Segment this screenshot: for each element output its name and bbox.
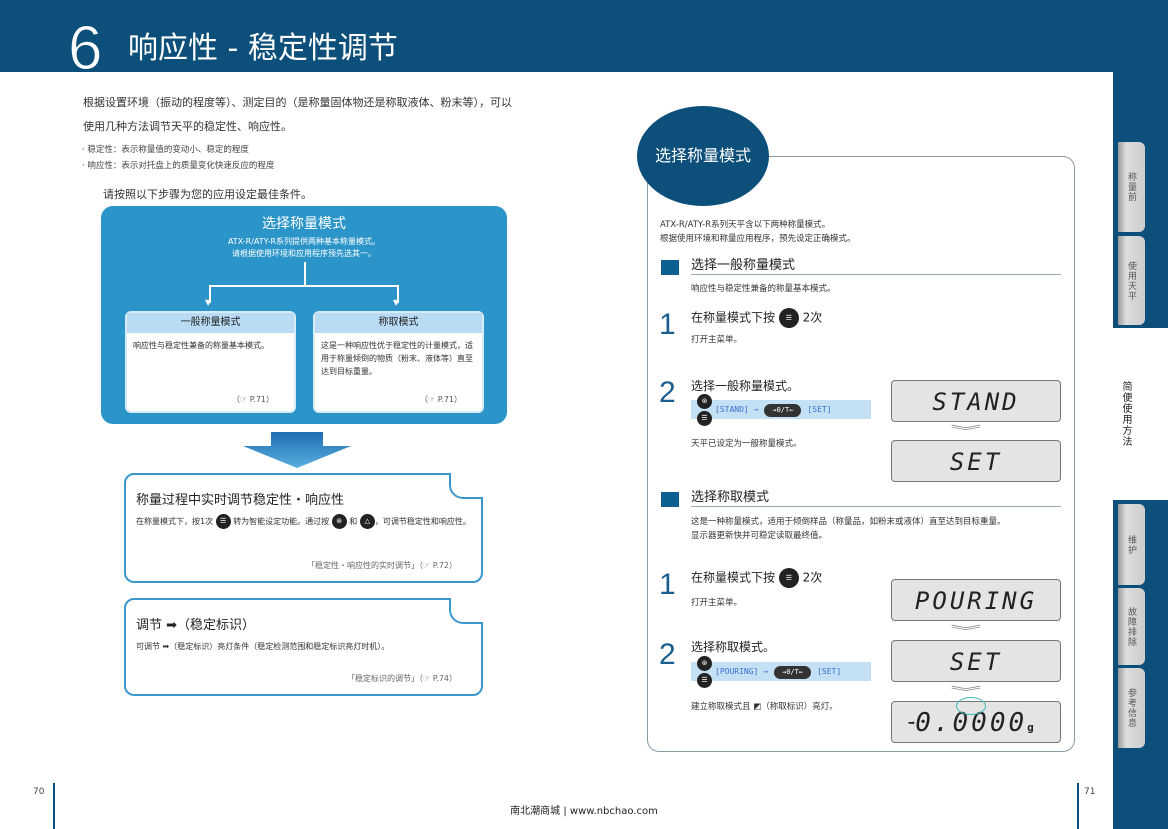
page-ref-link[interactable]: （☞ P.71） bbox=[419, 395, 462, 404]
menu-key-icon: ☰ bbox=[778, 568, 799, 588]
page-ref-link[interactable]: （☞ P.71） bbox=[231, 395, 274, 404]
step-number: 1 bbox=[659, 568, 676, 601]
footer-site: 南北潮商城 | www.nbchao.com bbox=[510, 806, 658, 817]
step-title: 在称量模式下按 ☰ 2次 bbox=[691, 308, 822, 328]
callout-title: 调节 ➡（稳定标识） bbox=[136, 618, 256, 633]
menu-key-icon: ☰ bbox=[215, 514, 231, 529]
tab-reference[interactable]: 参考信息 bbox=[1118, 668, 1145, 748]
folded-corner bbox=[449, 473, 483, 499]
arrow-down-icon: ▼ bbox=[205, 298, 212, 307]
lcd-display: STAND bbox=[891, 380, 1061, 422]
menu-key-icon: ☰ bbox=[778, 308, 799, 328]
intro-line: ATX-R/ATY-R系列天平含以下两种称量模式。 bbox=[660, 220, 831, 230]
step-title: 选择称取模式。 bbox=[691, 640, 776, 654]
step-title: 选择一般称量模式。 bbox=[691, 379, 800, 393]
page-rule bbox=[53, 783, 55, 829]
box-line: 请根据使用环境和应用程序预先选其一。 bbox=[232, 249, 376, 258]
chevron-down-icon: ︾ bbox=[950, 685, 982, 699]
big-down-arrow-icon bbox=[243, 432, 351, 468]
mode-card-title: 称取模式 bbox=[315, 313, 482, 333]
step-number: 1 bbox=[659, 308, 676, 341]
lcd-display: POURING bbox=[891, 579, 1061, 621]
connector bbox=[397, 285, 399, 303]
callout-stability-mark: 调节 ➡（稳定标识） 可调节 ➡（稳定标识）亮灯条件（稳定检测范围和稳定标识亮灯… bbox=[124, 598, 483, 696]
mode-card-standard[interactable]: 一般称量模式 响应性与稳定性兼备的称量基本模式。 （☞ P.71） bbox=[125, 311, 296, 413]
intro: 根据设置环境（振动的程度等）、测定目的（是称量固体物还是称取液体、粉末等），可以… bbox=[83, 91, 512, 139]
page-number: 70 bbox=[33, 787, 45, 797]
chevron-down-icon: ︾ bbox=[950, 624, 982, 638]
page-ref-link[interactable]: 「稳定性・响应性的实时调节」（☞ P.72） bbox=[306, 561, 457, 570]
intro-line: 使用几种方法调节天平的稳定性、响应性。 bbox=[83, 120, 292, 133]
step-number: 2 bbox=[659, 638, 676, 671]
stability-key-icon: ⊛ bbox=[331, 514, 347, 529]
stability-key-icon: ⊛ bbox=[697, 394, 712, 409]
chevron-down-icon: ︾ bbox=[950, 424, 982, 438]
key-sequence: [STAND] →→0/T←[SET] bbox=[691, 400, 871, 419]
section-marker bbox=[661, 260, 679, 275]
page-rule bbox=[1077, 783, 1079, 829]
tab-quick-use[interactable]: 简便使用方法 bbox=[1083, 328, 1168, 500]
callout-desc: 可调节 ➡（稳定标识）亮灯条件（稳定检测范围和稳定标识亮灯时机）。 bbox=[136, 642, 390, 651]
tab-using-balance[interactable]: 使用天平 bbox=[1118, 236, 1145, 325]
tare-key-icon: →0/T← bbox=[773, 666, 812, 679]
mode-card-pouring[interactable]: 称取模式 这是一种响应性优于稳定性的计量模式，适用于称量倾倒的物质（粉末、液体等… bbox=[313, 311, 484, 413]
section-badge: 选择称量模式 bbox=[637, 106, 769, 206]
step-number: 2 bbox=[659, 376, 676, 409]
section-title: 选择称取模式 bbox=[691, 490, 1061, 507]
tab-troubleshooting[interactable]: 故障排除 bbox=[1118, 588, 1145, 665]
stability-key-icon: ⊛ bbox=[697, 656, 712, 671]
page-ref-link[interactable]: 「稳定标识的调节」（☞ P.74） bbox=[346, 674, 457, 683]
callout-realtime-adjust: 称量过程中实时调节稳定性・响应性 在称量模式下，按1次 ☰ 转为智能设定功能。通… bbox=[124, 473, 483, 583]
step-desc: 天平已设定为一般称量模式。 bbox=[691, 439, 802, 449]
folded-corner bbox=[449, 598, 483, 624]
key-sequence: [POURING] →→0/T←[SET] bbox=[691, 662, 871, 681]
tab-maintenance[interactable]: 维护 bbox=[1118, 504, 1145, 585]
pouring-mark-highlight bbox=[956, 697, 986, 715]
step-desc: 建立称取模式且 ◩（称取标识）亮灯。 bbox=[691, 702, 838, 712]
bullet-item: · 响应性：表示对托盘上的质量变化快速反应的程度 bbox=[82, 161, 275, 171]
box-line: ATX-R/ATY-R系列提供两种基本称量模式。 bbox=[227, 237, 381, 246]
intro-line: 根据设置环境（振动的程度等）、测定目的（是称量固体物还是称取液体、粉末等），可以 bbox=[83, 96, 512, 109]
mode-frame bbox=[647, 156, 1075, 752]
lcd-display: SET bbox=[891, 440, 1061, 482]
response-key-icon: △ bbox=[359, 514, 375, 529]
step-title: 在称量模式下按 ☰ 2次 bbox=[691, 568, 822, 588]
connector bbox=[209, 285, 399, 287]
section-desc: 这是一种称量模式，适用于倾倒样品（称量品，如粉末或液体）直至达到目标重量。 bbox=[691, 517, 1006, 527]
section-title: 选择一般称量模式 bbox=[691, 258, 1061, 275]
tab-before-weighing[interactable]: 称量前 bbox=[1118, 142, 1145, 232]
intro-line: 根据使用环境和称量应用程序，预先设定正确模式。 bbox=[660, 234, 856, 244]
box-title: 选择称量模式 bbox=[262, 216, 346, 232]
step-desc: 打开主菜单。 bbox=[691, 598, 743, 608]
callout-title: 称量过程中实时调节稳定性・响应性 bbox=[136, 493, 345, 508]
connector bbox=[209, 285, 211, 303]
menu-key-icon: ☰ bbox=[697, 673, 712, 688]
mode-card-desc: 响应性与稳定性兼备的称量基本模式。 bbox=[133, 341, 269, 350]
mode-card-title: 一般称量模式 bbox=[127, 313, 294, 333]
callout-desc: 在称量模式下，按1次 ☰ 转为智能设定功能。通过按 ⊛ 和 △，可调节稳定性和响… bbox=[136, 514, 471, 530]
menu-key-icon: ☰ bbox=[697, 411, 712, 426]
instruction: 请按照以下步骤为您的应用设定最佳条件。 bbox=[103, 188, 312, 201]
bullet-item: · 稳定性：表示称量值的变动小、稳定的程度 bbox=[82, 145, 249, 155]
stable-arrow-icon: ➡ bbox=[908, 716, 919, 730]
lcd-display: SET bbox=[891, 640, 1061, 682]
section-desc: 显示器更新快并可稳定读取最终值。 bbox=[691, 531, 828, 541]
page-title: 响应性 - 稳定性调节 bbox=[128, 31, 398, 66]
chapter-number: 6 bbox=[67, 14, 103, 83]
connector bbox=[304, 262, 306, 286]
page-number: 71 bbox=[1084, 787, 1096, 797]
header-band bbox=[0, 0, 1168, 72]
section-marker bbox=[661, 492, 679, 507]
bullet-list: · 稳定性：表示称量值的变动小、稳定的程度 · 响应性：表示对托盘上的质量变化快… bbox=[82, 142, 274, 174]
arrow-down-icon: ▼ bbox=[393, 298, 400, 307]
step-desc: 打开主菜单。 bbox=[691, 335, 743, 345]
section-desc: 响应性与稳定性兼备的称量基本模式。 bbox=[691, 284, 836, 294]
tare-key-icon: →0/T← bbox=[764, 404, 802, 417]
mode-card-desc: 这是一种响应性优于稳定性的计量模式，适用于称量倾倒的物质（粉末、液体等）直至达到… bbox=[321, 341, 473, 376]
